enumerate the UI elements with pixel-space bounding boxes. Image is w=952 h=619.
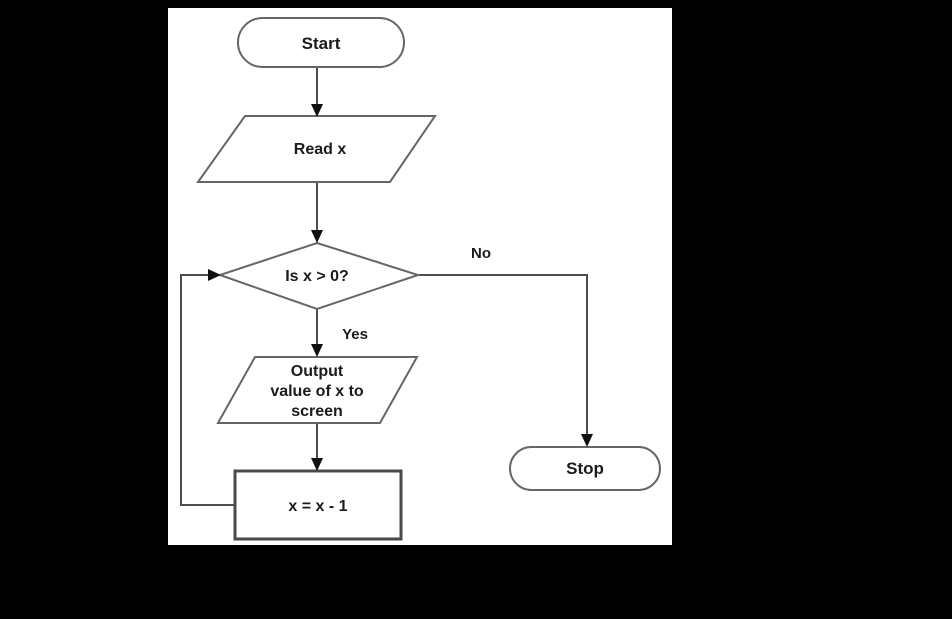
decrement-process [233, 469, 403, 541]
arrowhead-output-to-decrement [311, 458, 323, 471]
stop-terminator [509, 446, 661, 491]
output-label-line3: screen [291, 403, 343, 420]
read-x-io [196, 115, 437, 183]
arrowhead-no-to-stop [581, 434, 593, 447]
start-terminator [237, 17, 405, 68]
arrowhead-read-to-decision [311, 230, 323, 243]
decrement-label: x = x - 1 [288, 498, 347, 515]
flowchart-canvas: Start Read x Is x > 0? Output value of x… [168, 8, 672, 545]
decision-diamond [216, 241, 422, 311]
read-x-label: Read x [294, 141, 347, 158]
edge-loop-back [180, 274, 235, 506]
flowchart-diagram: Start Read x Is x > 0? Output value of x… [180, 17, 661, 541]
edge-decision-no [418, 274, 588, 436]
decision-label: Is x > 0? [285, 268, 349, 285]
yes-edge-label: Yes [342, 326, 368, 343]
no-edge-label: No [471, 245, 491, 262]
output-label-line2: value of x to [270, 383, 364, 400]
output-label-line1: Output [291, 363, 344, 380]
arrowhead-decision-yes [311, 344, 323, 357]
arrowhead-start-to-read [311, 104, 323, 117]
stop-label: Stop [566, 459, 604, 478]
arrowhead-loop-to-decision [208, 269, 221, 281]
start-label: Start [302, 34, 341, 53]
output-io [216, 356, 419, 424]
